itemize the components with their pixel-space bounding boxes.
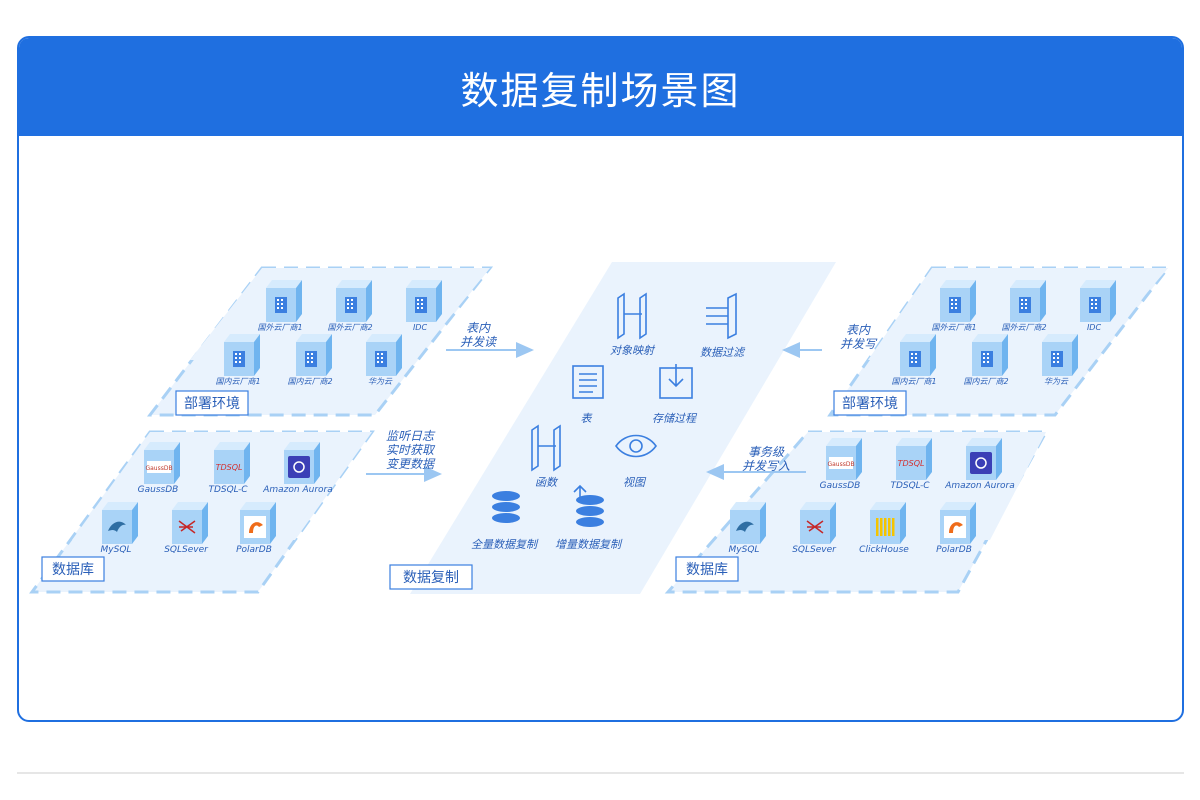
page-title: 数据复制场景图 xyxy=(460,69,741,113)
diagram-card: 数据复制场景图 xyxy=(17,36,1184,722)
header-bar: 数据复制场景图 xyxy=(19,38,1182,136)
footer-divider xyxy=(17,772,1184,774)
